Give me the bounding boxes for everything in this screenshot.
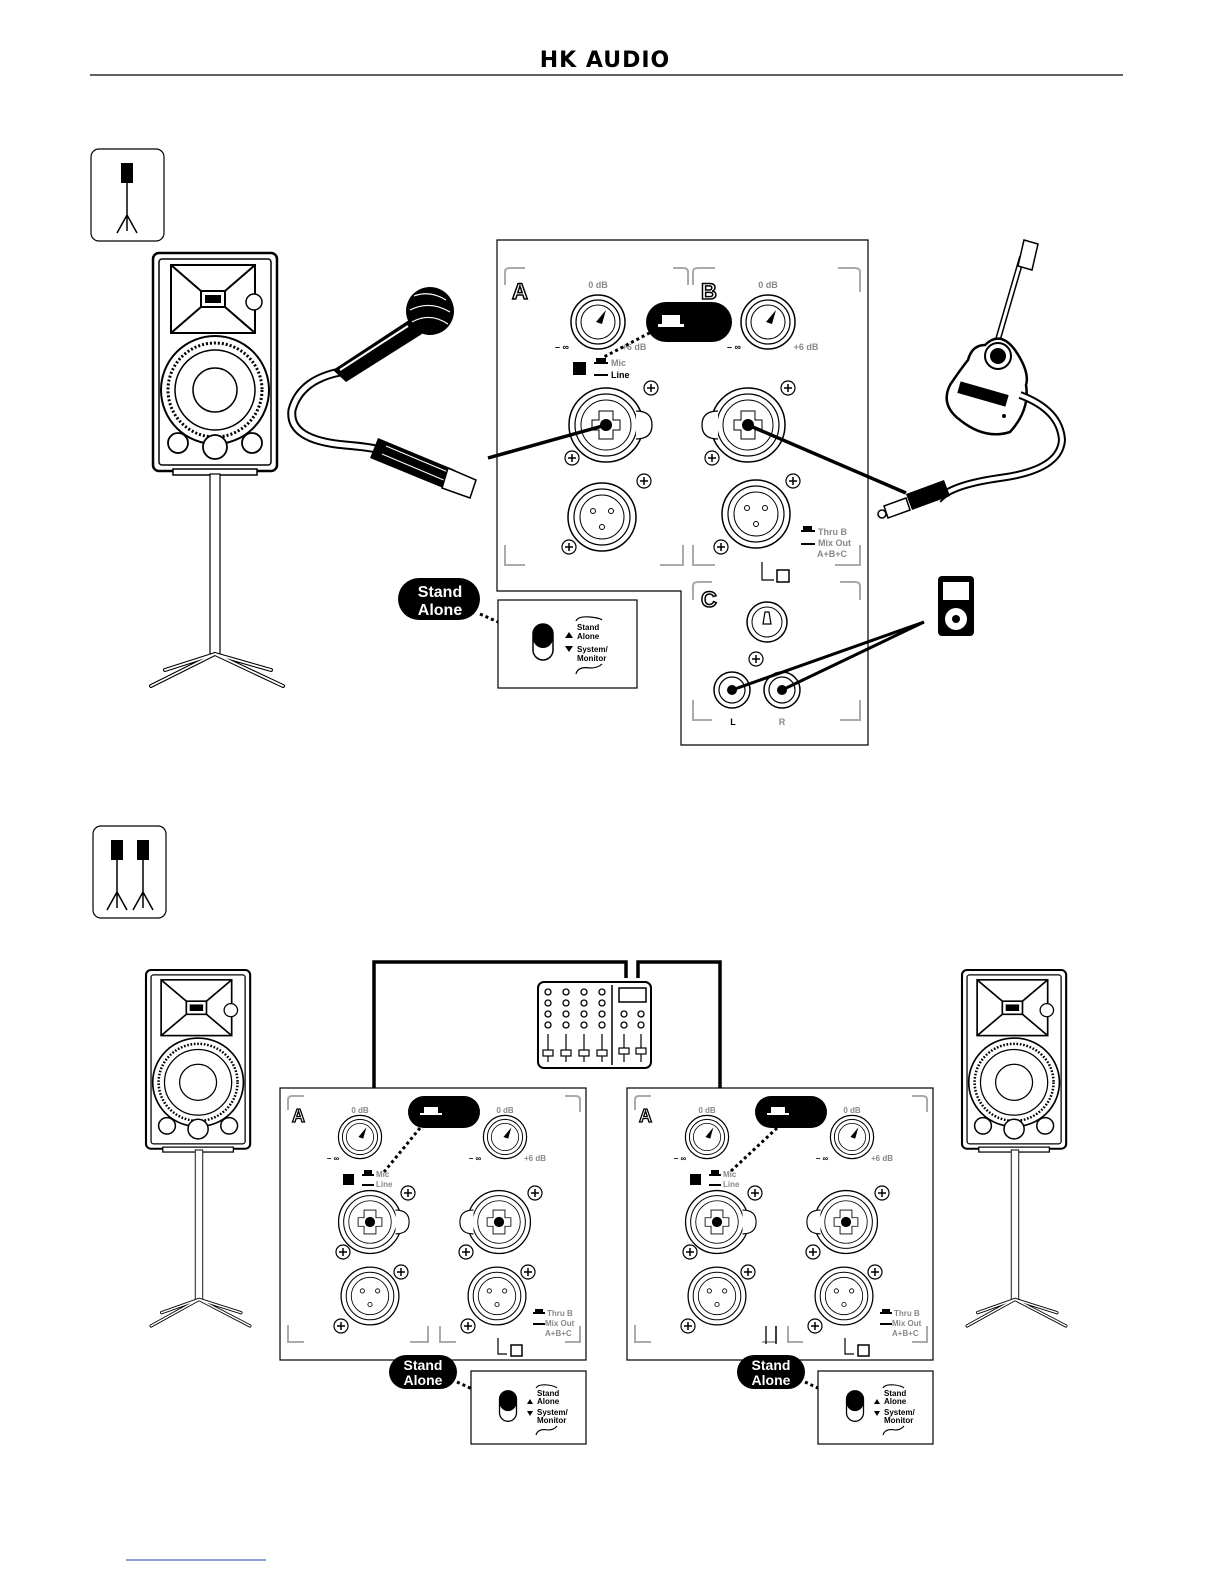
svg-text:System/: System/ [884, 1408, 915, 1417]
svg-text:Alone: Alone [752, 1372, 791, 1388]
acoustic-guitar-icon [877, 239, 1067, 519]
svg-text:Line: Line [723, 1180, 740, 1189]
gain-b-min-label: – ∞ [727, 342, 742, 352]
svg-text:Alone: Alone [537, 1397, 560, 1406]
right-connection-panel: A 0 dB – ∞ 0 dB – ∞ +6 dB Mic Line Thru … [626, 1087, 934, 1361]
mixing-console-icon [537, 981, 652, 1069]
svg-text:Line: Line [376, 1180, 393, 1189]
svg-text:0 dB: 0 dB [698, 1106, 716, 1115]
rca-cable-right [781, 620, 925, 692]
svg-text:A+B+C: A+B+C [545, 1329, 572, 1338]
gain-a-max-label: +6 dB [622, 342, 647, 352]
right-speaker-cabinet [960, 968, 1068, 1154]
svg-text:+6 dB: +6 dB [871, 1154, 893, 1163]
rca-right-label: R [779, 717, 786, 727]
microphone-icon [287, 287, 477, 499]
mic-cable [487, 423, 607, 460]
left-connection-panel: A 0 dB – ∞ 0 dB – ∞ +6 dB Mic Line Thru … [279, 1087, 587, 1361]
right-speaker-stand [965, 1148, 1068, 1328]
svg-text:Monitor: Monitor [537, 1416, 566, 1425]
right-mode-switch-panel: Stand Alone System/ Monitor [817, 1370, 934, 1445]
svg-text:0 dB: 0 dB [843, 1106, 861, 1115]
left-stand-alone-callout: Stand Alone [389, 1355, 457, 1389]
speaker-cabinet [151, 251, 279, 477]
thru-b-label: Thru B [818, 527, 847, 537]
svg-text:A+B+C: A+B+C [892, 1329, 919, 1338]
svg-text:– ∞: – ∞ [327, 1154, 340, 1163]
svg-text:Monitor: Monitor [577, 654, 606, 663]
left-speaker-cabinet [144, 968, 252, 1154]
guitar-cable [747, 423, 907, 495]
speaker-stand [149, 472, 285, 688]
two-speakers-on-stands-icon [92, 825, 167, 919]
svg-text:– ∞: – ∞ [816, 1154, 829, 1163]
left-mode-switch-panel: Stand Alone System/ Monitor [470, 1370, 587, 1445]
brand-logo: HK AUDIO [540, 48, 670, 73]
rca-cable-left [731, 620, 925, 692]
svg-text:Stand: Stand [404, 1357, 443, 1373]
rca-left-label: L [730, 717, 736, 727]
svg-text:Stand: Stand [752, 1357, 791, 1373]
svg-text:Mic: Mic [376, 1170, 390, 1179]
gain-a-min-label: – ∞ [555, 342, 570, 352]
channel-c-label: C [701, 587, 717, 612]
svg-text:Alone: Alone [577, 632, 600, 641]
svg-text:Alone: Alone [404, 1372, 443, 1388]
svg-text:Mix Out: Mix Out [892, 1319, 922, 1328]
channel-b-label: B [701, 279, 717, 304]
svg-text:– ∞: – ∞ [469, 1154, 482, 1163]
svg-text:A: A [639, 1106, 652, 1126]
line-label: Line [611, 370, 630, 380]
mixer-cable-left [372, 960, 628, 1198]
mode-switch-panel: Stand Alone System/ Monitor [497, 599, 638, 689]
svg-text:Mic: Mic [723, 1170, 737, 1179]
svg-text:System/: System/ [537, 1408, 568, 1417]
mic-label: Mic [611, 358, 626, 368]
svg-text:System/: System/ [577, 645, 608, 654]
left-speaker-stand [149, 1148, 252, 1328]
channel-a-label: A [512, 279, 528, 304]
svg-text:Stand: Stand [537, 1389, 559, 1398]
mix-out-label: Mix Out [818, 538, 851, 548]
svg-text:Stand: Stand [577, 623, 599, 632]
media-player-icon [938, 576, 974, 636]
stand-alone-callout: Stand Alone [398, 578, 480, 620]
svg-text:A: A [292, 1106, 305, 1126]
gain-a-top-label: 0 dB [588, 280, 608, 290]
svg-text:– ∞: – ∞ [674, 1154, 687, 1163]
svg-text:Stand: Stand [884, 1389, 906, 1398]
svg-text:Thru B: Thru B [547, 1309, 573, 1318]
svg-text:Alone: Alone [418, 602, 463, 619]
svg-text:0 dB: 0 dB [351, 1106, 369, 1115]
svg-text:0 dB: 0 dB [496, 1106, 514, 1115]
gain-b-max-label: +6 dB [794, 342, 819, 352]
svg-text:Alone: Alone [884, 1397, 907, 1406]
mixer-cable-right [636, 960, 722, 1198]
svg-text:Thru B: Thru B [894, 1309, 920, 1318]
channel-c-knob [746, 601, 788, 643]
right-stand-alone-callout: Stand Alone [737, 1355, 805, 1389]
single-speaker-on-stand-icon [90, 148, 165, 242]
mix-out-sub-label: A+B+C [817, 549, 848, 559]
svg-text:+6 dB: +6 dB [524, 1154, 546, 1163]
svg-text:Stand: Stand [418, 584, 462, 601]
gain-b-top-label: 0 dB [758, 280, 778, 290]
svg-text:Monitor: Monitor [884, 1416, 913, 1425]
svg-text:Mix Out: Mix Out [545, 1319, 575, 1328]
